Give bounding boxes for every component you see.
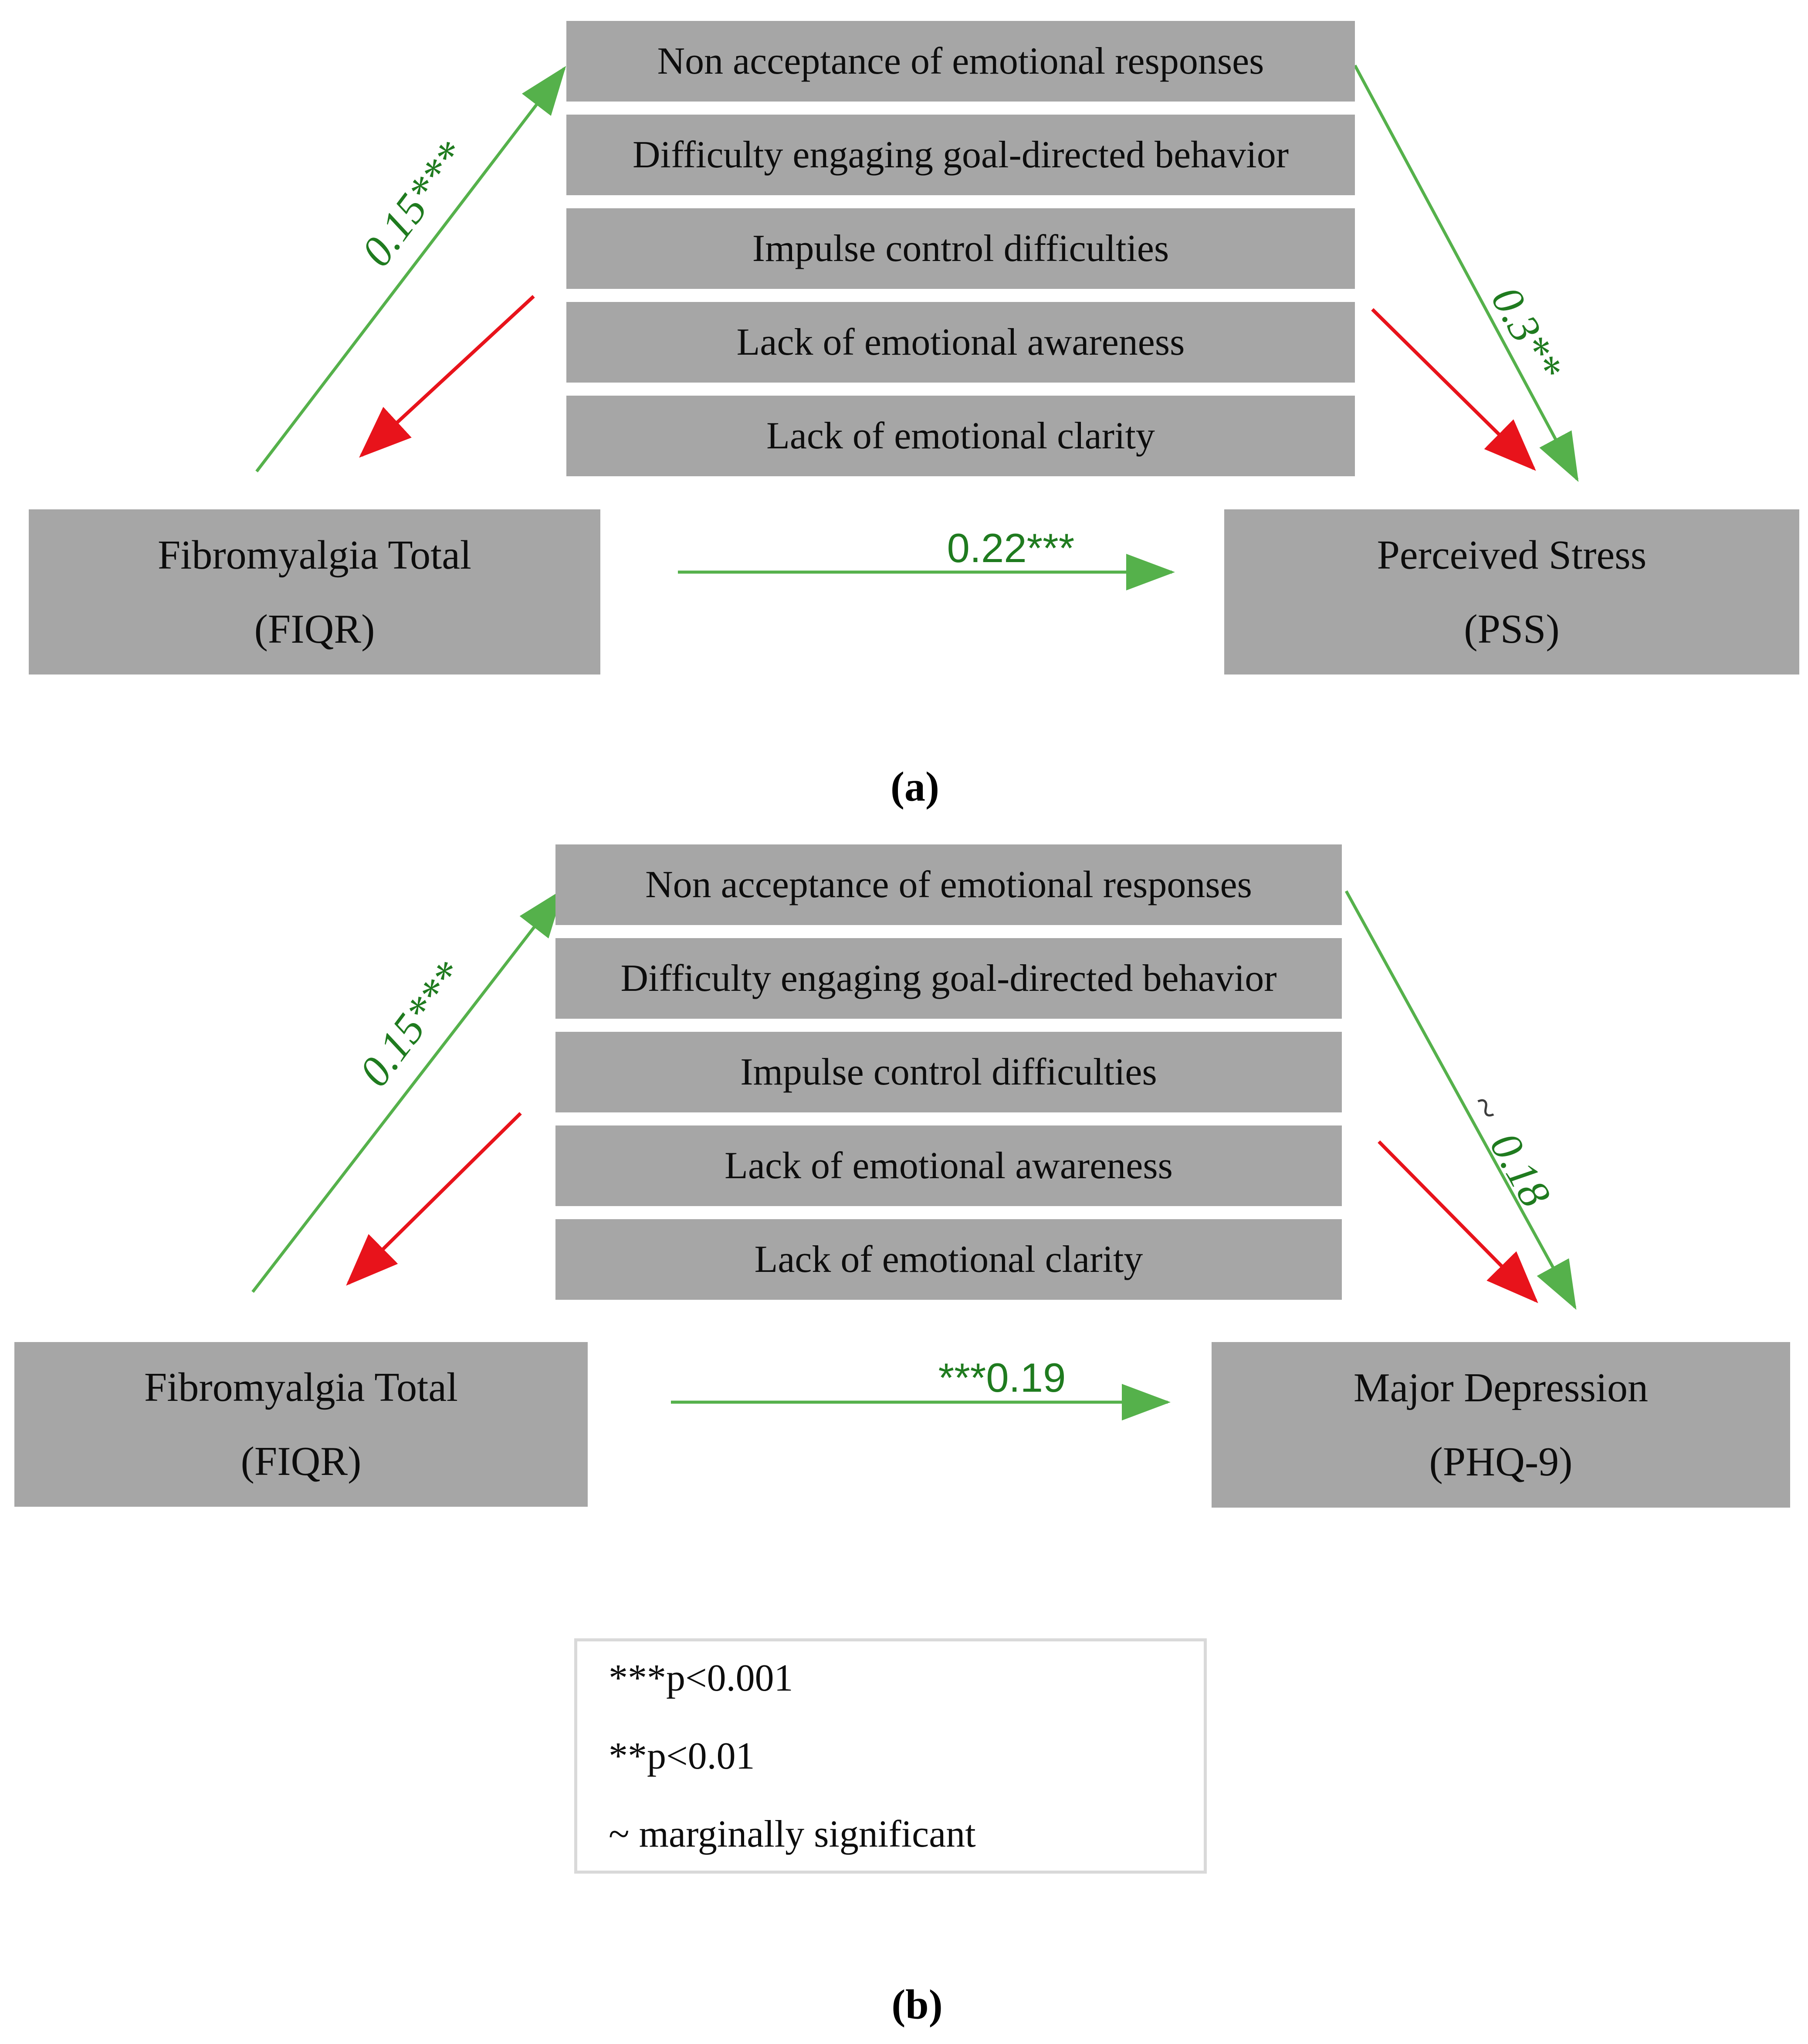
panel-b-mediator-box-2: Difficulty engaging goal-directed behavi…	[555, 938, 1342, 1019]
panel-b-mediators-to-predictor-red-arrow	[346, 1112, 522, 1286]
panel-b-predictor-box: Fibromyalgia Total (FIQR)	[14, 1342, 588, 1507]
panel-a-mediator-box-3: Impulse control difficulties	[566, 208, 1355, 289]
panel-b-mediators-to-outcome-arrow	[1344, 890, 1577, 1310]
mediator-label: Impulse control difficulties	[740, 1051, 1157, 1093]
panel-a-mediators-to-outcome-arrow	[1353, 64, 1579, 482]
significance-legend: ***p<0.001 **p<0.01 ~ marginally signifi…	[574, 1638, 1207, 1874]
panel-a-outcome-box: Perceived Stress (PSS)	[1224, 509, 1799, 675]
panel-b-mediators-to-outcome-red-arrow	[1378, 1140, 1538, 1303]
panel-a-caption: (a)	[890, 763, 939, 810]
mediator-label: Difficulty engaging goal-directed behavi…	[620, 957, 1277, 1000]
mediator-label: Impulse control difficulties	[752, 227, 1169, 270]
predictor-name: Fibromyalgia Total	[157, 532, 472, 578]
mediator-label: Non acceptance of emotional responses	[657, 40, 1264, 82]
panel-b-predictor-to-mediators-arrow	[251, 888, 564, 1293]
legend-item-p01: **p<0.01	[609, 1735, 755, 1777]
panel-a-mediator-box-1: Non acceptance of emotional responses	[566, 21, 1355, 102]
panel-a-predictor-to-mediators-arrow	[255, 66, 566, 473]
panel-a-mediators-to-predictor-red-arrow	[359, 295, 535, 458]
mediator-label: Lack of emotional clarity	[754, 1238, 1143, 1281]
mediator-label: Difficulty engaging goal-directed behavi…	[632, 134, 1289, 176]
panel-b-direct-effect-coefficient: ***0.19	[938, 1355, 1066, 1400]
panel-b-mediator-box-3: Impulse control difficulties	[555, 1032, 1342, 1112]
panel-a-direct-effect-coefficient: 0.22***	[947, 525, 1075, 571]
panel-b-caption: (b)	[891, 1981, 943, 2028]
panel-b-mediator-box-4: Lack of emotional awareness	[555, 1125, 1342, 1206]
panel-b-outcome-box: Major Depression (PHQ-9)	[1212, 1342, 1790, 1508]
mediator-label: Non acceptance of emotional responses	[645, 864, 1252, 906]
legend-item-marginal: ~ marginally significant	[609, 1813, 976, 1855]
panel-a-predictor-box: Fibromyalgia Total (FIQR)	[29, 509, 600, 675]
panel-b-mediator-box-5: Lack of emotional clarity	[555, 1219, 1342, 1300]
outcome-measure: (PSS)	[1464, 606, 1560, 652]
panel-b-mediator-box-1: Non acceptance of emotional responses	[555, 844, 1342, 925]
outcome-name: Major Depression	[1353, 1365, 1649, 1410]
panel-a-mediator-box-5: Lack of emotional clarity	[566, 396, 1355, 476]
outcome-measure: (PHQ-9)	[1429, 1439, 1573, 1485]
mediator-label: Lack of emotional awareness	[736, 321, 1185, 363]
mediator-label: Lack of emotional awareness	[725, 1145, 1173, 1187]
legend-item-p001: ***p<0.001	[609, 1657, 793, 1699]
panel-a-mediator-box-4: Lack of emotional awareness	[566, 302, 1355, 383]
mediator-label: Lack of emotional clarity	[766, 415, 1155, 457]
panel-a-mediator-box-2: Difficulty engaging goal-directed behavi…	[566, 115, 1355, 195]
panel-a-mediators-to-outcome-red-arrow	[1371, 308, 1536, 471]
predictor-measure: (FIQR)	[240, 1439, 362, 1484]
predictor-name: Fibromyalgia Total	[144, 1365, 458, 1410]
predictor-measure: (FIQR)	[254, 606, 375, 652]
outcome-name: Perceived Stress	[1377, 532, 1647, 578]
